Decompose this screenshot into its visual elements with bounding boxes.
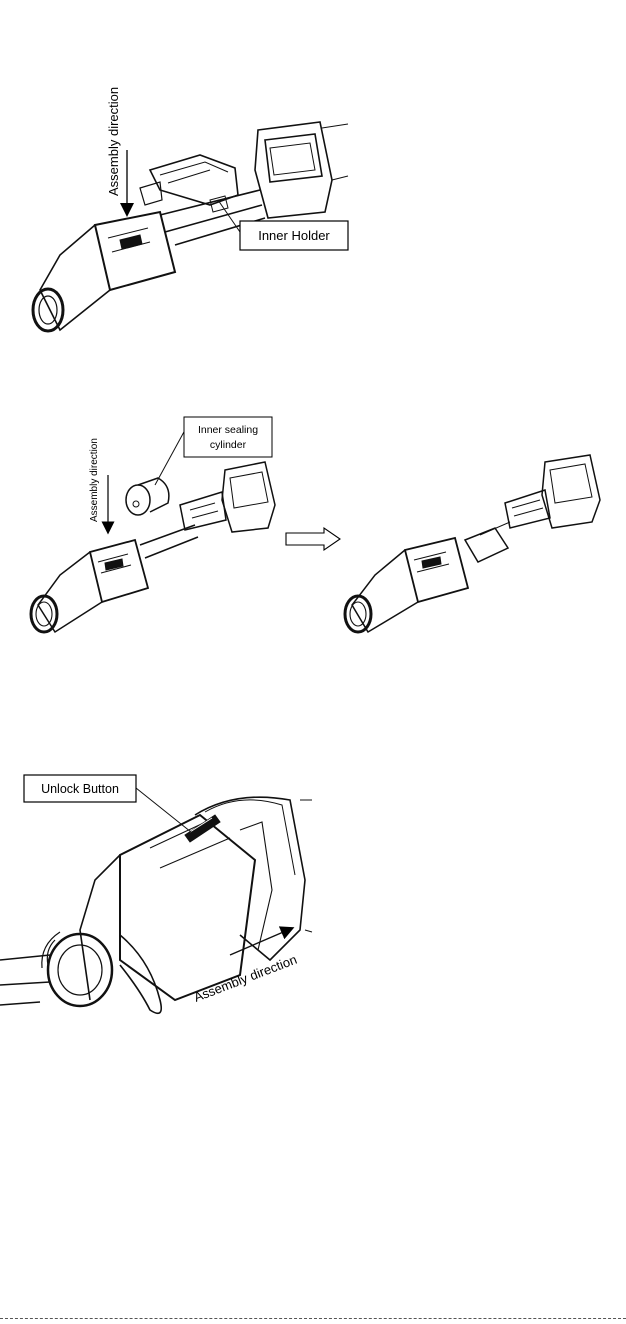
figure-3-unlock <box>0 788 312 1013</box>
figure-2-assembled <box>345 455 600 632</box>
connector-opening-1 <box>33 289 63 331</box>
assembly-direction-label-3: Assembly direction <box>192 952 299 1005</box>
inner-sealing-label-line2: cylinder <box>210 439 247 451</box>
inner-holder-part <box>150 155 238 205</box>
inner-sealing-callout: Inner sealing cylinder <box>184 417 272 457</box>
unlock-button-callout: Unlock Button <box>24 775 136 802</box>
unlock-button-label: Unlock Button <box>41 782 119 796</box>
connector-body-1 <box>95 212 175 290</box>
connector-body-4 <box>120 815 255 1000</box>
connector-body-3 <box>405 538 468 602</box>
transition-arrow <box>286 528 340 550</box>
page-bottom-rule <box>0 1318 626 1319</box>
connector-nose-4 <box>80 855 120 1000</box>
figure-2-inner-sealing <box>31 430 275 632</box>
assembly-direction-label-2: Assembly direction <box>89 438 100 522</box>
inner-sealing-cylinder-part <box>126 478 169 515</box>
inner-holder-callout: Inner Holder <box>240 221 348 250</box>
inner-sealing-label-line1: Inner sealing <box>198 424 258 436</box>
connector-body-2 <box>90 540 148 602</box>
assembly-direction-label-1: Assembly direction <box>106 87 121 196</box>
sealing-cylinder-installed <box>465 528 508 562</box>
inner-holder-label: Inner Holder <box>258 228 330 243</box>
